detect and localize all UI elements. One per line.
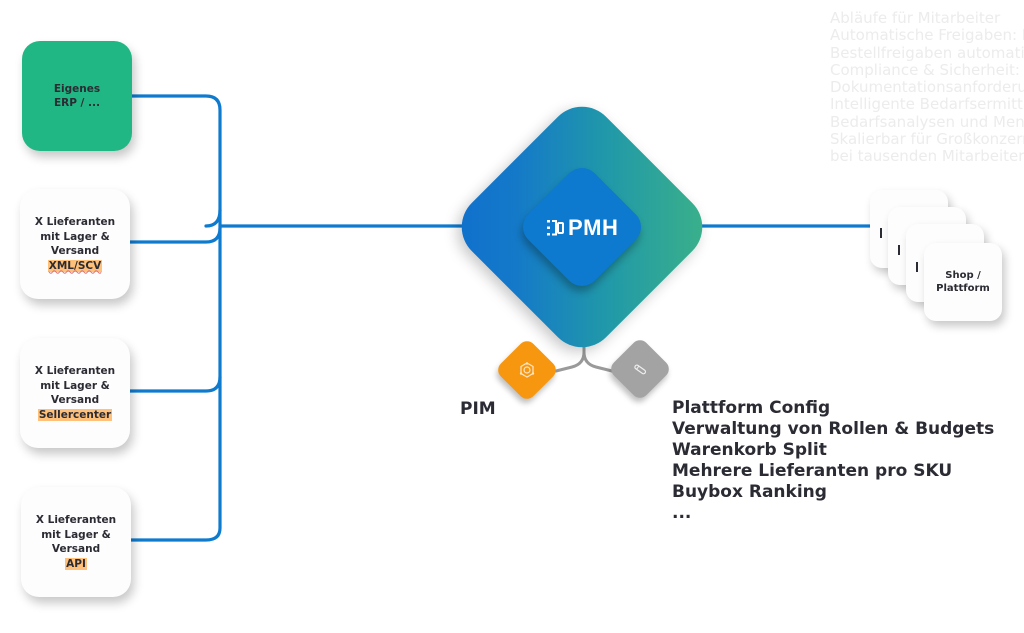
hexagon-network-icon — [517, 360, 537, 380]
faded-line: Compliance & Sicherheit: E — [830, 61, 1024, 79]
card-line: X Lieferanten — [34, 365, 116, 377]
card-line: Versand — [51, 543, 101, 555]
faded-line: Skalierbar für Großkonzern — [830, 130, 1024, 148]
faded-line: Bestellfreigaben automati — [830, 43, 1024, 62]
integration-type-badge: API — [65, 557, 87, 570]
feature-item: Buybox Ranking — [672, 482, 827, 502]
wire-erp — [130, 94, 222, 228]
shop-label-line: Shop / — [945, 270, 981, 281]
shop-label-line: Plattform — [936, 283, 990, 294]
wire-hub-config — [582, 350, 614, 373]
pim-label: PIM — [460, 399, 496, 419]
faded-line: Abläufe für Mitarbeiter — [830, 10, 1001, 27]
wire-xml — [128, 226, 222, 244]
faded-line: bei tausenden Mitarbeitern — [830, 147, 1024, 166]
source-card-erp[interactable]: Eigenes ERP / ... — [22, 41, 132, 151]
wire-sellercenter — [128, 375, 222, 393]
connector-icon — [547, 220, 564, 236]
pmh-logo: PMH — [547, 214, 627, 242]
integration-type-badge: XML/SCV — [47, 259, 103, 272]
card-line: Eigenes — [53, 82, 101, 95]
pencil-tool-icon — [631, 360, 651, 380]
card-line: mit Lager & — [40, 230, 110, 243]
card-line: X Lieferanten — [35, 514, 117, 526]
faded-line: Bedarfsanalysen und Men — [830, 112, 1024, 131]
feature-item: ... — [672, 503, 692, 523]
card-line: X Lieferanten — [34, 216, 116, 228]
card-line: Versand — [50, 394, 100, 406]
feature-item: Mehrere Lieferanten pro SKU — [672, 461, 953, 481]
faded-line: Intelligente Bedarfsermittl — [830, 96, 1024, 113]
faded-line: Dokumentationsanforderu — [830, 78, 1024, 97]
card-line: Versand — [50, 245, 100, 257]
logo-text: PMH — [568, 215, 619, 240]
card-line: mit Lager & — [41, 528, 111, 541]
faded-line: Automatische Freigaben: B — [830, 27, 1024, 44]
feature-list: Plattform Config Verwaltung von Rollen &… — [672, 398, 994, 524]
source-card-xml[interactable]: X Lieferanten mit Lager & Versand XML/SC… — [20, 189, 130, 299]
source-card-api[interactable]: X Lieferanten mit Lager & Versand API — [21, 487, 131, 597]
shop-platform-card[interactable]: Shop / Plattform — [924, 243, 1002, 321]
integration-type-badge: Sellercenter — [37, 408, 113, 421]
faded-background-text: Abläufe für Mitarbeiter Automatische Fre… — [830, 10, 1024, 166]
feature-item: Plattform Config — [672, 398, 831, 418]
feature-item: Verwaltung von Rollen & Budgets — [672, 419, 995, 439]
card-line: mit Lager & — [40, 379, 110, 392]
feature-item: Warenkorb Split — [672, 440, 827, 460]
wire-bus — [128, 208, 222, 542]
source-card-sellercenter[interactable]: X Lieferanten mit Lager & Versand Seller… — [20, 338, 130, 448]
card-line: ERP / ... — [53, 97, 101, 109]
